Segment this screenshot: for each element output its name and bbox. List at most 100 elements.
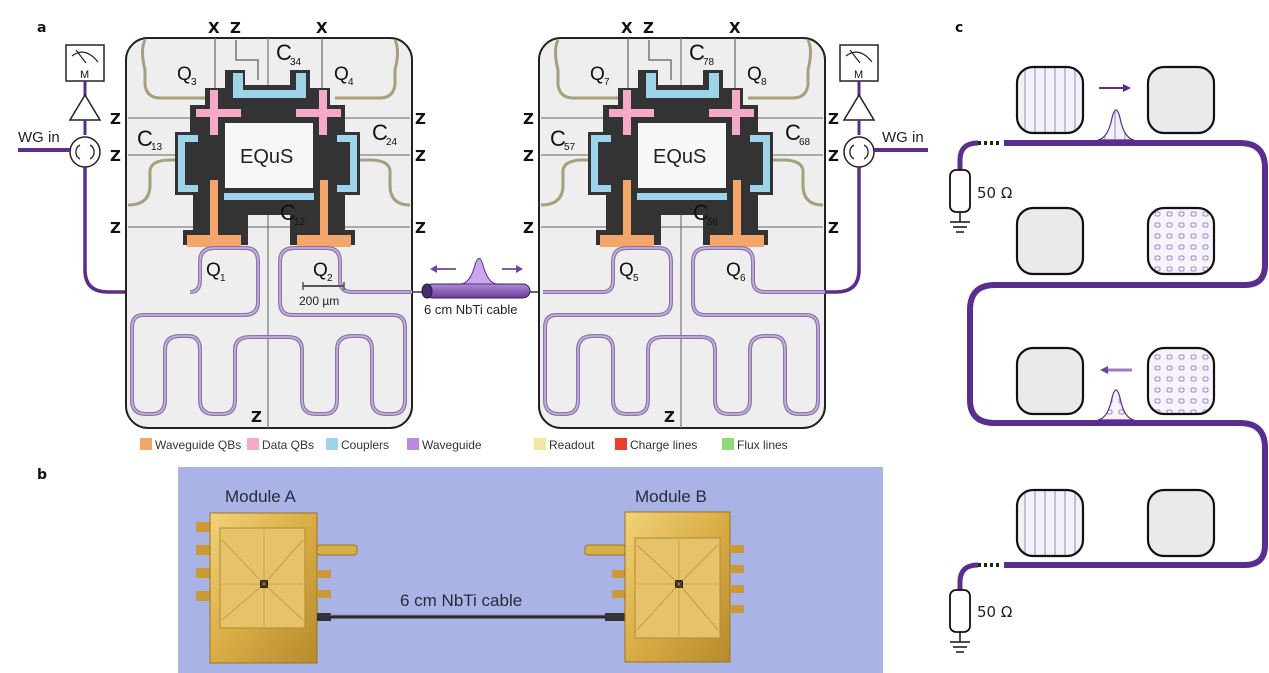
legend-item: Data QBs bbox=[262, 438, 314, 452]
qubit-ground bbox=[1015, 206, 1085, 276]
svg-text:6: 6 bbox=[740, 273, 746, 284]
svg-text:24: 24 bbox=[386, 137, 398, 148]
svg-text:78: 78 bbox=[703, 57, 715, 68]
module-a-photo bbox=[196, 512, 358, 664]
svg-text:Z: Z bbox=[230, 19, 241, 37]
svg-text:4: 4 bbox=[348, 77, 354, 88]
legend-swatch bbox=[407, 438, 419, 450]
circulator-icon bbox=[69, 136, 101, 168]
amplifier-icon bbox=[68, 93, 102, 121]
svg-text:X: X bbox=[316, 19, 328, 37]
legend-swatch bbox=[326, 438, 338, 450]
qubit-excited-striped bbox=[1015, 488, 1085, 558]
legend-swatch bbox=[247, 438, 259, 450]
qubit-ground bbox=[1015, 346, 1085, 416]
waveguide-schematic bbox=[949, 65, 1268, 653]
amplifier-icon bbox=[842, 93, 876, 121]
svg-text:5: 5 bbox=[633, 273, 639, 284]
scale-bar-label: 200 µm bbox=[299, 294, 339, 308]
coupler-labels-right: C56 C57 C68 C78 bbox=[550, 40, 811, 228]
qubit-excited-dotted bbox=[1146, 206, 1216, 276]
qubit-excited-striped bbox=[1015, 65, 1085, 135]
svg-text:M: M bbox=[80, 69, 89, 81]
svg-text:X: X bbox=[621, 19, 633, 37]
arrow-left-icon bbox=[430, 265, 437, 273]
svg-text:C: C bbox=[693, 200, 709, 225]
control-pins-left: X Z X Z Z Z Z Z Z Z bbox=[110, 19, 426, 426]
legend-item: Waveguide QBs bbox=[155, 438, 241, 452]
wg-in-label-left: WG in bbox=[18, 129, 60, 146]
panel-label-a: a bbox=[37, 20, 46, 36]
resistor-icon bbox=[949, 169, 971, 213]
svg-text:Z: Z bbox=[828, 147, 839, 165]
coupler-labels-left: C12 C13 C24 C34 bbox=[137, 40, 398, 228]
svg-text:13: 13 bbox=[151, 142, 163, 153]
readout-chain-right: M bbox=[825, 44, 928, 294]
module-a-label: Module A bbox=[225, 487, 297, 506]
svg-text:3: 3 bbox=[191, 77, 197, 88]
svg-text:C: C bbox=[689, 40, 705, 65]
svg-text:Z: Z bbox=[415, 147, 426, 165]
svg-text:Z: Z bbox=[664, 408, 675, 426]
svg-text:Z: Z bbox=[523, 219, 534, 237]
qubit-excited-dotted bbox=[1146, 346, 1216, 416]
equs-logo-right: EQuS bbox=[653, 146, 706, 168]
qubit-ground bbox=[1146, 65, 1216, 135]
module-b-photo bbox=[584, 511, 744, 663]
svg-text:7: 7 bbox=[604, 77, 610, 88]
svg-text:Z: Z bbox=[415, 110, 426, 128]
svg-text:8: 8 bbox=[761, 77, 767, 88]
svg-text:34: 34 bbox=[290, 57, 302, 68]
svg-text:C: C bbox=[785, 120, 801, 145]
module-photo bbox=[178, 467, 883, 673]
svg-text:Z: Z bbox=[828, 219, 839, 237]
svg-text:Z: Z bbox=[415, 219, 426, 237]
arrow-right-icon bbox=[516, 265, 523, 273]
svg-text:Q: Q bbox=[177, 64, 192, 85]
svg-text:Q: Q bbox=[590, 64, 605, 85]
svg-text:X: X bbox=[208, 19, 220, 37]
svg-text:Z: Z bbox=[251, 408, 262, 426]
legend-swatch bbox=[615, 438, 627, 450]
svg-text:Q: Q bbox=[619, 260, 634, 281]
photon-pulse bbox=[1097, 389, 1135, 421]
svg-text:Z: Z bbox=[828, 110, 839, 128]
resistor-icon bbox=[949, 589, 971, 633]
cable-label-diagram: 6 cm NbTi cable bbox=[424, 302, 517, 317]
legend-item: Readout bbox=[549, 438, 595, 452]
control-pins-right: X Z X Z Z Z Z Z Z Z bbox=[523, 19, 839, 426]
equs-logo-left: EQuS bbox=[240, 146, 293, 168]
legend-item: Waveguide bbox=[422, 438, 482, 452]
termination-label-bottom: 50 Ω bbox=[977, 603, 1012, 621]
arrow-left-icon bbox=[1100, 366, 1108, 374]
termination-label-top: 50 Ω bbox=[977, 184, 1012, 202]
svg-text:57: 57 bbox=[564, 142, 576, 153]
svg-text:C: C bbox=[276, 40, 292, 65]
svg-text:Q: Q bbox=[747, 64, 762, 85]
panel-label-b: b bbox=[37, 467, 47, 483]
svg-text:X: X bbox=[729, 19, 741, 37]
legend-item: Flux lines bbox=[737, 438, 788, 452]
qubit-ground bbox=[1146, 488, 1216, 558]
svg-text:Z: Z bbox=[110, 110, 121, 128]
cable-label-photo: 6 cm NbTi cable bbox=[400, 591, 522, 610]
circulator-icon bbox=[843, 136, 875, 168]
chip-module-right bbox=[538, 37, 826, 429]
svg-text:Q: Q bbox=[206, 260, 221, 281]
svg-text:56: 56 bbox=[707, 217, 719, 228]
module-b-label: Module B bbox=[635, 487, 707, 506]
svg-text:Z: Z bbox=[523, 147, 534, 165]
readout-chain-left: M bbox=[18, 44, 190, 294]
svg-text:C: C bbox=[550, 126, 566, 151]
chip-module-left bbox=[125, 37, 413, 429]
svg-text:Z: Z bbox=[110, 147, 121, 165]
legend-swatch bbox=[722, 438, 734, 450]
panel-label-c: c bbox=[955, 20, 963, 36]
legend-swatch bbox=[140, 438, 152, 450]
svg-text:C: C bbox=[137, 126, 153, 151]
svg-text:C: C bbox=[372, 120, 388, 145]
svg-text:Q: Q bbox=[726, 260, 741, 281]
arrow-right-icon bbox=[1123, 84, 1131, 92]
